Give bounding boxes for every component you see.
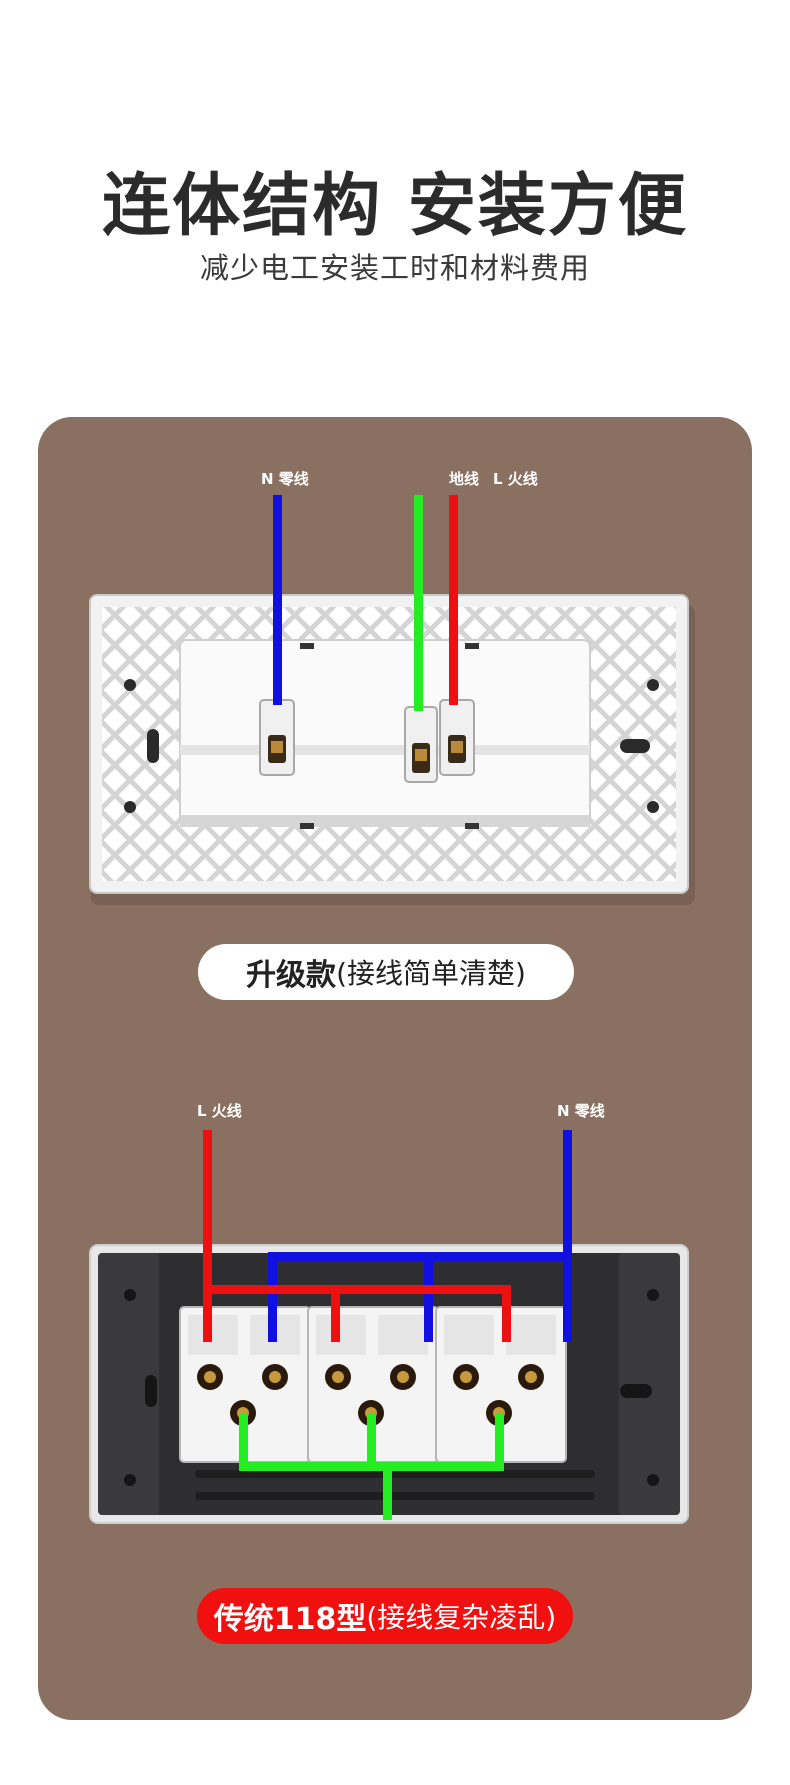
traditional-socket-back-illustration <box>89 1130 689 1524</box>
upgraded-live-label: L 火线 <box>493 470 538 488</box>
upgraded-neutral-label: N 零线 <box>261 470 309 488</box>
upgraded-caption-rest: (接线简单清楚) <box>336 957 526 990</box>
traditional-neutral-label: N 零线 <box>557 1102 605 1120</box>
traditional-caption-strong: 传统118型 <box>213 1602 367 1637</box>
headline: 连体结构 安装方便 <box>102 167 688 246</box>
upgraded-caption-strong: 升级款 <box>246 958 337 993</box>
subheadline: 减少电工安装工时和材料费用 <box>199 251 590 285</box>
upgraded-ground-label: 地线 <box>449 470 480 488</box>
traditional-caption-rest: (接线复杂凌乱) <box>366 1601 557 1634</box>
traditional-caption: 传统118型 (接线复杂凌乱) <box>197 1588 573 1644</box>
upgraded-socket-back-illustration <box>89 495 695 905</box>
upgraded-caption: 升级款 (接线简单清楚) <box>198 944 574 1000</box>
traditional-live-label: L 火线 <box>197 1102 242 1120</box>
